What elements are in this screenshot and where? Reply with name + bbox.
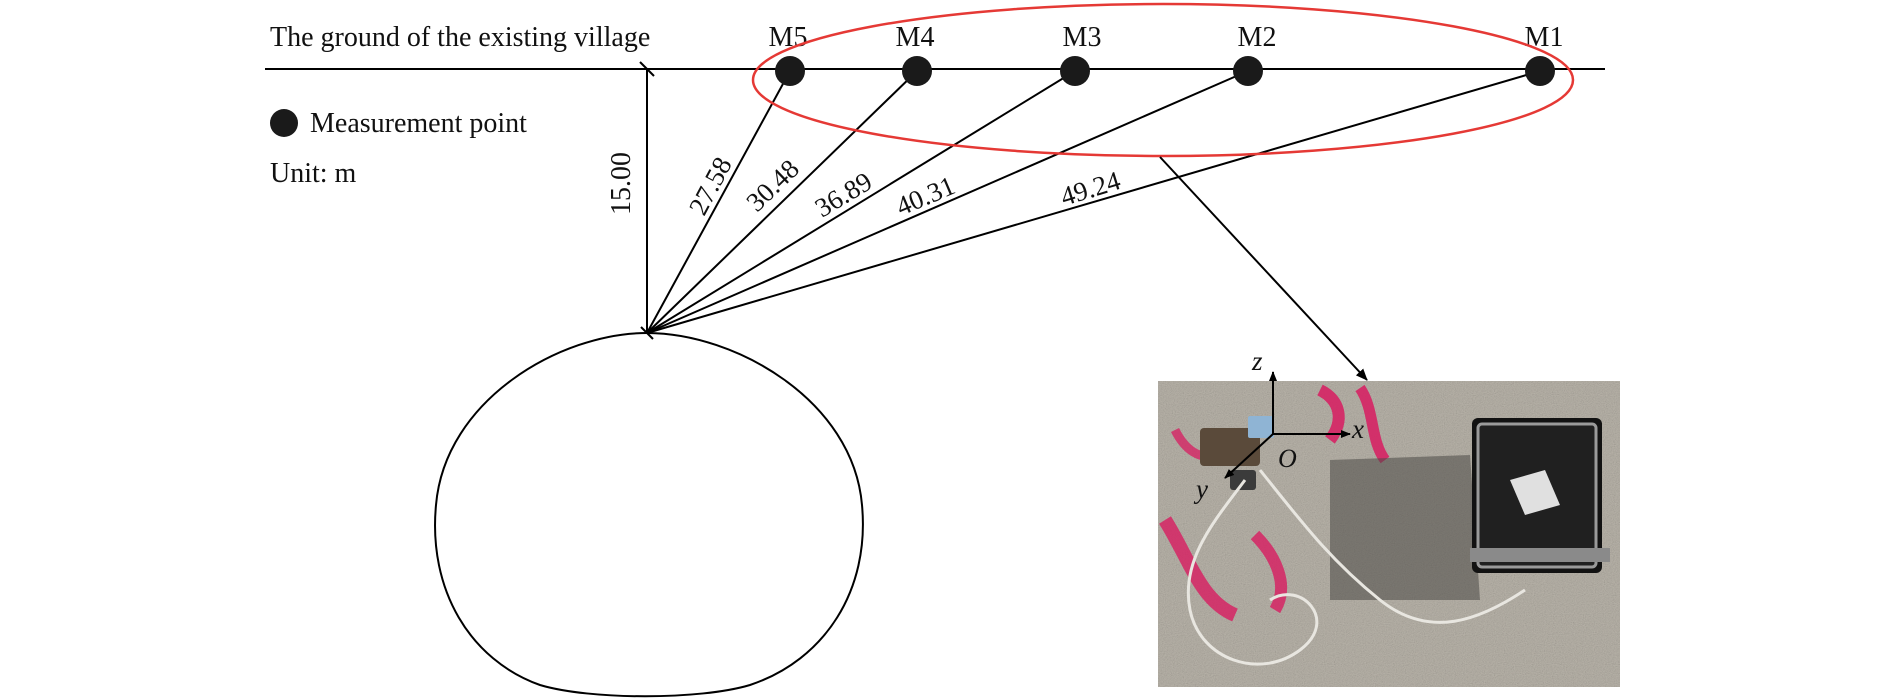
crown-tick: [640, 326, 654, 340]
axis-y-label: y: [1193, 474, 1208, 504]
distance-line-m1: [646, 70, 1541, 334]
point-label-m1: M1: [1525, 22, 1564, 53]
measurement-point-m5: [775, 56, 805, 86]
legend-point-icon: [270, 109, 298, 137]
distance-line-m2: [646, 70, 1249, 334]
axis-z-label: z: [1251, 346, 1263, 376]
point-label-m2: M2: [1238, 22, 1277, 53]
distance-line-m4: [646, 70, 918, 334]
site-photo: [1158, 381, 1620, 687]
axis-y: [1224, 433, 1274, 479]
point-label-m5: M5: [769, 22, 808, 53]
depth-tick-top: [639, 61, 655, 77]
unit-label: Unit: m: [270, 158, 357, 189]
distance-label-m3: 36.89: [810, 166, 878, 223]
distance-label-m1: 49.24: [1057, 165, 1124, 212]
highlight-ellipse: [751, 2, 1575, 158]
tunnel-profile: [434, 331, 864, 698]
distance-label-m5: 27.58: [683, 152, 738, 220]
callout-arrow: [1159, 156, 1368, 381]
distance-line-m3: [646, 70, 1076, 334]
measurement-point-m2: [1233, 56, 1263, 86]
ground-label: The ground of the existing village: [270, 22, 650, 53]
point-label-m4: M4: [896, 22, 935, 53]
axis-origin-label: O: [1278, 444, 1297, 473]
legend-label: Measurement point: [310, 108, 527, 139]
measurement-point-m1: [1525, 56, 1555, 86]
axis-x-label: x: [1351, 414, 1364, 444]
distance-line-m5: [646, 70, 791, 334]
distance-label-m4: 30.48: [740, 154, 805, 218]
depth-label: 15.00: [606, 152, 637, 215]
measurement-point-m3: [1060, 56, 1090, 86]
measurement-point-m4: [902, 56, 932, 86]
point-label-m3: M3: [1063, 22, 1102, 53]
